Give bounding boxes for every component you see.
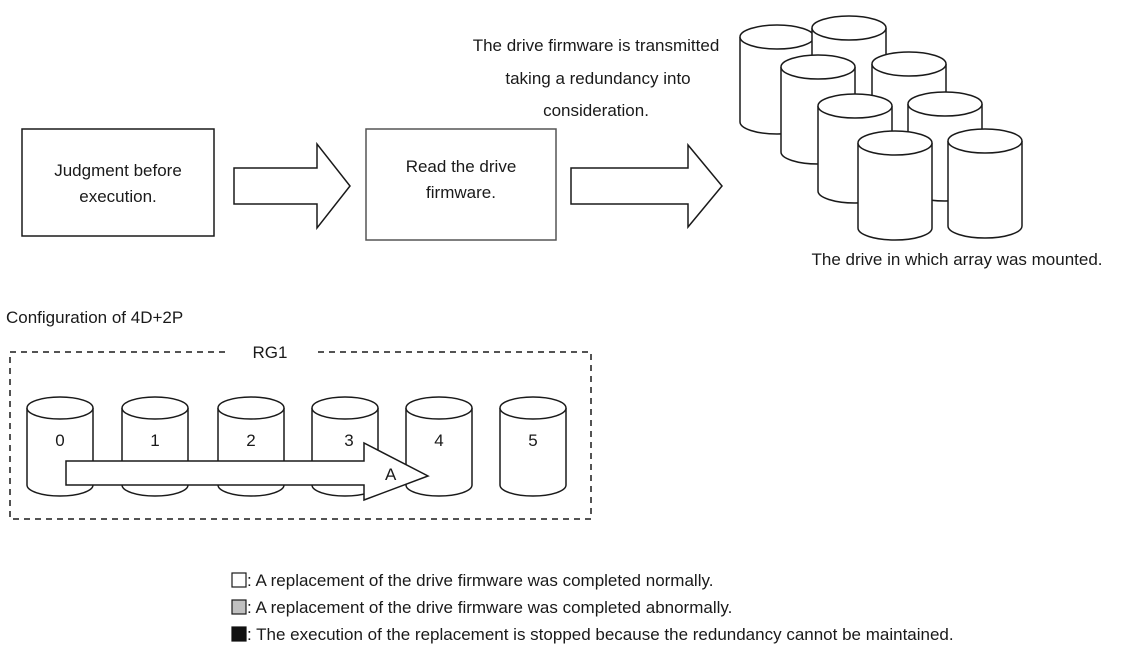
raid-drive-number-0: 0 xyxy=(55,431,64,450)
legend-stopped-text: : The execution of the replacement is st… xyxy=(247,625,954,644)
step-judgment-box xyxy=(21,128,215,237)
mounted-drive-cylinder xyxy=(857,130,933,241)
raid-group-label-bg xyxy=(226,336,314,366)
config-title: Configuration of 4D+2P xyxy=(6,308,183,327)
step-read-firmware-box xyxy=(365,128,557,241)
raid-drive-number-2: 2 xyxy=(246,431,255,450)
legend-abnormal-text: : A replacement of the drive firmware wa… xyxy=(247,598,733,617)
raid-drive-number-1: 1 xyxy=(150,431,159,450)
mounted-drive-cylinder xyxy=(947,128,1023,239)
legend-swatch-normal xyxy=(231,572,247,588)
raid-drive-number-3: 3 xyxy=(344,431,353,450)
step-read-label-line2: firmware. xyxy=(426,183,496,202)
block-arrow-1 xyxy=(233,141,351,231)
redundancy-note-line1: The drive firmware is transmitted xyxy=(473,36,720,55)
legend-normal-text: : A replacement of the drive firmware wa… xyxy=(247,571,714,590)
raid-group-label: RG1 xyxy=(253,343,288,362)
legend-swatch-abnormal xyxy=(231,599,247,615)
mounted-drives-stack xyxy=(739,15,1023,241)
redundancy-note-line2: taking a redundancy into xyxy=(505,69,690,88)
redundancy-note-line3: consideration. xyxy=(543,101,649,120)
raid-drive-number-5: 5 xyxy=(528,431,537,450)
step-judgment-label-line2: execution. xyxy=(79,187,157,206)
mounted-drives-caption: The drive in which array was mounted. xyxy=(811,250,1102,269)
replacement-progress-arrow xyxy=(65,441,430,502)
legend-swatch-stopped xyxy=(231,626,247,642)
step-judgment-label-line1: Judgment before xyxy=(54,161,182,180)
step-read-label-line1: Read the drive xyxy=(406,157,517,176)
raid-drive-number-4: 4 xyxy=(434,431,443,450)
arrow-label: A xyxy=(385,465,397,484)
block-arrow-2 xyxy=(570,142,723,230)
